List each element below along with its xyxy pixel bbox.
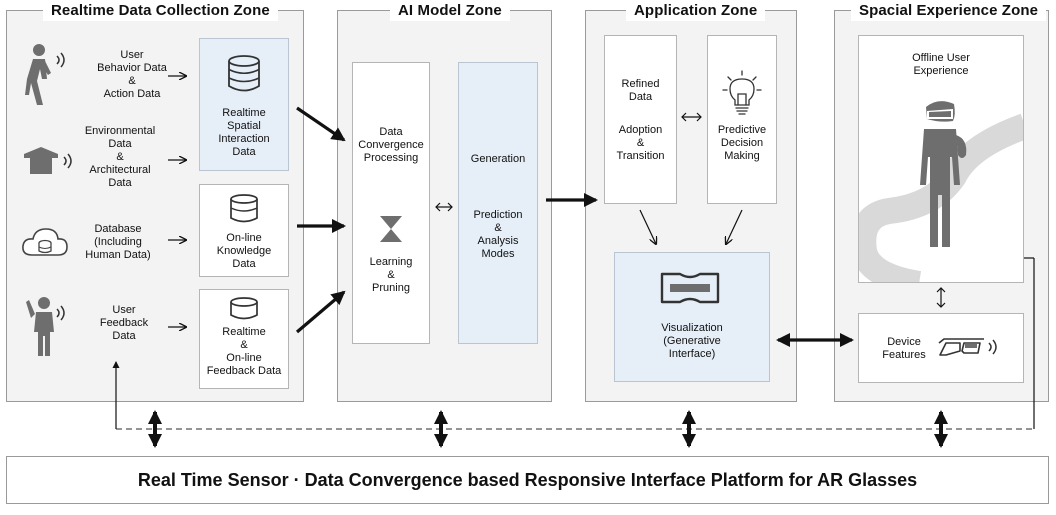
platform-title: Real Time Sensor · Data Convergence base… — [137, 470, 918, 490]
device-features-label: Device Features — [882, 336, 926, 361]
generation-box — [458, 62, 538, 344]
cloud-database-icon — [22, 228, 68, 256]
signal-waves-icon — [988, 339, 997, 355]
predictive-decision-label: Predictive Decision Making — [717, 124, 767, 162]
refined-data-box — [604, 35, 677, 204]
zone-title-application: Application Zone — [626, 1, 766, 21]
visualization-label: Visualization (Generative Interface) — [661, 322, 723, 360]
signal-waves-icon — [56, 52, 65, 68]
signal-waves-icon — [56, 305, 65, 321]
ar-glasses-icon — [938, 338, 984, 356]
platform-bar: Real Time Sensor · Data Convergence base… — [6, 456, 1049, 504]
road-path-graphic — [859, 113, 1023, 282]
zone-platform-arrows — [148, 410, 948, 448]
person-with-headset-icon — [920, 101, 967, 247]
online-knowledge-box — [199, 184, 289, 277]
house-icon — [24, 147, 58, 174]
visualization-box — [614, 252, 770, 382]
database-icon — [230, 194, 258, 223]
hourglass-icon — [380, 216, 402, 242]
online-knowledge-label: On-line Knowledge Data — [216, 232, 272, 270]
lightbulb-icon — [722, 70, 762, 115]
user-behavior-label: User Behavior Data & Action Data — [97, 49, 167, 100]
refined-data-label: Refined Data — [621, 78, 660, 103]
walking-person-icon — [25, 44, 51, 105]
zone-title-ai: AI Model Zone — [390, 1, 510, 21]
data-convergence-box — [352, 62, 430, 344]
prediction-analysis-label: Prediction & Analysis Modes — [473, 209, 523, 260]
data-convergence-label: Data Convergence Processing — [358, 126, 424, 164]
adoption-transition-label: Adoption & Transition — [616, 124, 665, 162]
database-icon — [230, 297, 258, 320]
realtime-online-feedback-label: Realtime & On-line Feedback Data — [206, 326, 282, 377]
predictive-decision-box — [707, 35, 777, 204]
user-feedback-label: User Feedback Data — [99, 304, 149, 342]
environmental-label: Environmental Data & Architectural Data — [84, 125, 156, 189]
database-label: Database (Including Human Data) — [85, 223, 151, 261]
generation-label: Generation — [470, 153, 526, 165]
waving-person-icon — [26, 297, 54, 356]
vr-headset-icon — [660, 272, 720, 304]
learning-pruning-label: Learning & Pruning — [369, 256, 413, 294]
zone-title-spatial: Spacial Experience Zone — [851, 1, 1047, 21]
zone-title-collection: Realtime Data Collection Zone — [43, 1, 278, 21]
database-icon — [228, 55, 260, 92]
realtime-spatial-label: Realtime Spatial Interaction Data — [218, 107, 270, 158]
realtime-spatial-box — [199, 38, 289, 171]
signal-waves-icon — [63, 153, 72, 169]
offline-user-label: Offline User Experience — [912, 52, 970, 77]
